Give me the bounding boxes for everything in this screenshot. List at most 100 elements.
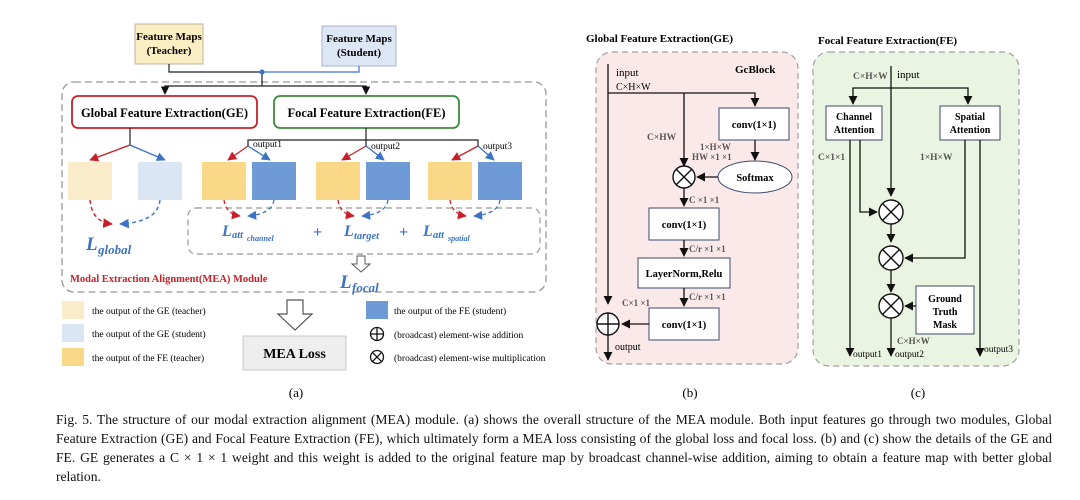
ge-conv-mid	[648, 207, 720, 241]
ge-c11-label: C ×1 ×1	[689, 195, 720, 205]
ge-d1-label: 1×H×W	[700, 142, 731, 152]
l-channel-att: att	[232, 230, 244, 241]
ge-d2-label: HW ×1 ×1	[692, 152, 732, 162]
fe-hw1-label: 1×H×W	[920, 153, 953, 163]
focal-terms: L att channel + L target + L att spatial	[221, 223, 471, 243]
ge-output-label: output	[615, 342, 641, 353]
legend-multiply-icon	[369, 349, 385, 365]
to-ge-arrow	[160, 80, 263, 95]
legend-add-icon	[369, 326, 385, 342]
ge-layernorm	[637, 257, 731, 289]
fe2-student-curve	[361, 199, 389, 220]
fe-output2-label: output2	[371, 142, 400, 152]
mea-module-frame	[61, 81, 547, 293]
mea-loss-label: MEA Loss	[263, 347, 326, 362]
legend-ge-student: the output of the GE (student)	[92, 329, 206, 340]
fe1-teacher-curve	[223, 199, 241, 220]
fe-branch-left	[247, 128, 367, 146]
fe3-teacher-output	[428, 162, 472, 200]
teacher-label-1: Feature Maps	[136, 31, 202, 43]
ge-box	[71, 95, 258, 129]
fe2-teacher-curve	[337, 199, 355, 220]
gcblock-label: GcBlock	[735, 64, 776, 76]
ge-softmax-label: Softmax	[736, 173, 774, 184]
to-fe-arrow	[262, 85, 371, 95]
ge-c11b-label: C×1 ×1	[622, 298, 651, 308]
ge-chw-label: C×H×W	[616, 82, 651, 93]
ge-student-curve	[119, 199, 161, 229]
ge-input-label: input	[616, 67, 639, 79]
teacher-connector	[168, 64, 263, 80]
legend-multiplication: (broadcast) element-wise multiplication	[394, 353, 546, 364]
l-target-letter: L	[343, 223, 354, 240]
l-channel-letter: L	[221, 223, 232, 240]
fe-input-label: input	[897, 69, 920, 81]
plus-2: +	[399, 224, 408, 241]
legend-swatch-fe-student	[366, 301, 388, 319]
spatial-attention-1: Spatial	[955, 112, 985, 123]
mea-module-label: Modal Extraction Alignment(MEA) Module	[70, 274, 268, 285]
fe-to-channel-arrow	[848, 87, 891, 105]
ge-student-arrow	[129, 144, 166, 161]
fe3-student-output	[478, 162, 522, 200]
l-global-sub: global	[97, 242, 132, 257]
fe1-teacher-output	[202, 162, 246, 200]
student-label-1: Feature Maps	[326, 33, 392, 45]
out1-student-arrow	[247, 145, 271, 161]
mea-loss-arrow	[276, 299, 314, 331]
ge-conv-bottom-label: conv(1×1)	[662, 320, 707, 331]
ge-top-branch	[608, 92, 760, 107]
panel-c: Focal Feature Extraction(FE) C×H×W input…	[812, 35, 1020, 400]
fe-chw3-label: C×H×W	[897, 336, 930, 346]
fe-to-spatial-arrow	[891, 87, 973, 105]
gt-label-1: Ground	[928, 294, 962, 305]
legend-swatch-ge-teacher	[62, 301, 84, 319]
channel-to-mult1	[859, 140, 878, 217]
ge-conv-mid-label: conv(1×1)	[662, 220, 707, 231]
student-connector	[262, 66, 360, 73]
legend-swatch-fe-teacher	[62, 348, 84, 366]
out3-teacher-arrow	[451, 145, 479, 161]
focal-down-arrow	[350, 255, 372, 273]
ge-layernorm-label: LayerNorm,Relu	[646, 269, 723, 280]
channel-attention-box	[825, 105, 883, 141]
gt-label-2: Truth	[933, 307, 958, 318]
channel-attention-2: Attention	[834, 125, 875, 136]
ground-truth-mask-box	[915, 285, 975, 335]
panel-c-label: (c)	[911, 385, 925, 400]
legend-fe-student: the output of the FE (student)	[394, 306, 506, 317]
l-focal-letter: L	[339, 272, 352, 293]
teacher-label-2: (Teacher)	[147, 45, 192, 57]
fe3-student-curve	[473, 199, 501, 220]
ge-multiply-icon	[672, 165, 696, 189]
l-spatial-letter: L	[422, 223, 433, 240]
fe2-teacher-output	[316, 162, 360, 200]
ge-teacher-curve	[89, 199, 113, 228]
plus-1: +	[313, 224, 322, 241]
fe1-student-output	[252, 162, 296, 200]
fe1-student-curve	[247, 199, 275, 220]
gt-label-3: Mask	[933, 320, 957, 331]
fe-c11-label: C×1×1	[818, 153, 845, 163]
fe2-student-output	[366, 162, 410, 200]
legend-fe-teacher: the output of the FE (teacher)	[92, 353, 204, 364]
legend-addition: (broadcast) element-wise addition	[394, 330, 524, 341]
panel-a: Feature Maps (Teacher) Feature Maps (Stu…	[61, 23, 547, 400]
mea-loss-box	[242, 335, 347, 371]
l-global-letter: L	[85, 234, 98, 255]
ge-cr2-label: C/r ×1 ×1	[689, 292, 726, 302]
ge-teacher-output	[68, 162, 112, 200]
ge-add-icon	[596, 312, 620, 336]
fe-chw-label: C×H×W	[853, 72, 888, 82]
fe-branch-right	[366, 139, 479, 146]
out1-teacher-arrow	[227, 145, 249, 161]
fe-title: Focal Feature Extraction(FE)	[818, 35, 957, 47]
panel-a-label: (a)	[289, 385, 303, 400]
ge-student-output	[138, 162, 182, 200]
l-channel-sub: channel	[247, 234, 274, 243]
fe3-teacher-curve	[449, 199, 467, 220]
ge-chw2-label: C×HW	[647, 133, 677, 143]
out3-student-arrow	[477, 145, 495, 161]
spatial-to-mult2	[904, 140, 966, 263]
channel-attention-1: Channel	[836, 112, 872, 123]
